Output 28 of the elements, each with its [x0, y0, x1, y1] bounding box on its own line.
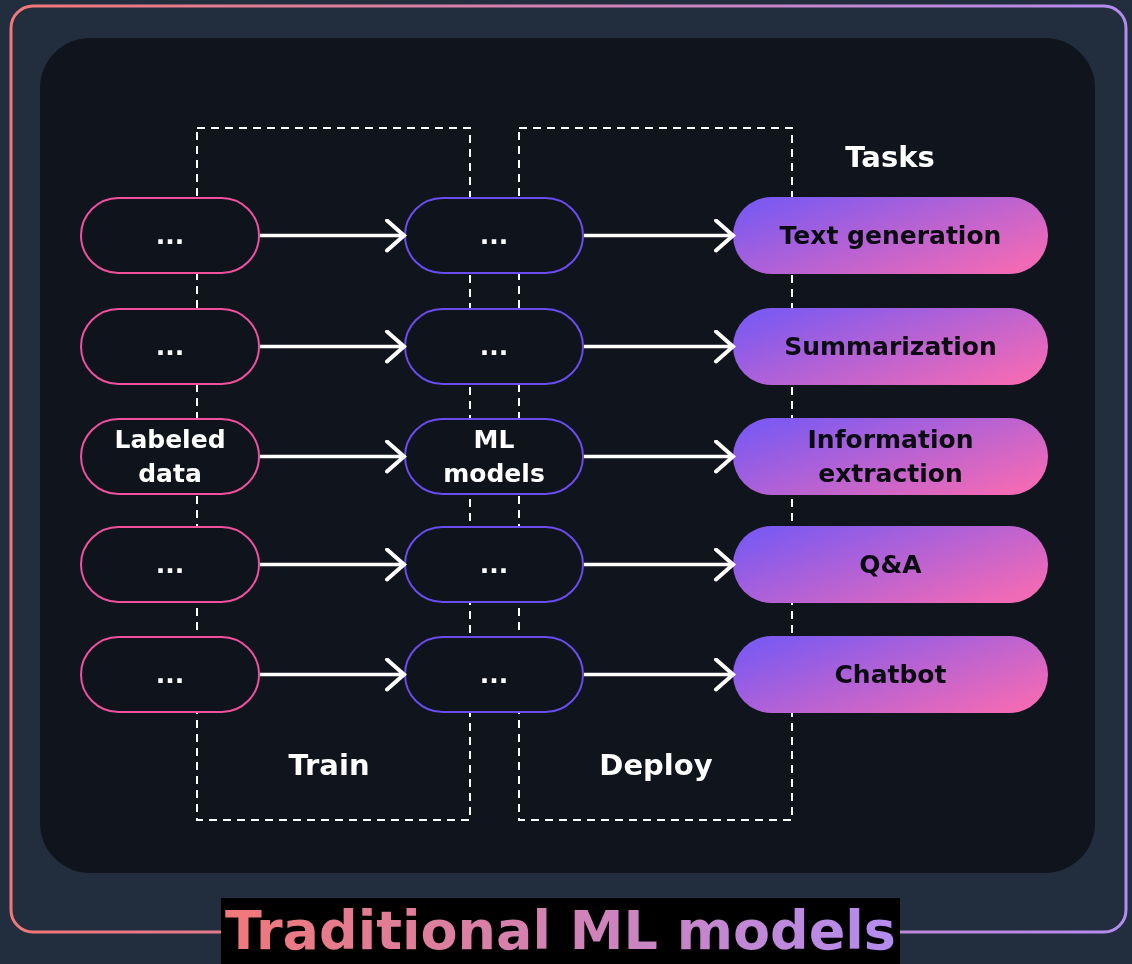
node-label: Text generation	[779, 219, 1002, 252]
node-label: Information extraction	[806, 423, 975, 490]
arrow	[584, 329, 735, 364]
arrow	[260, 329, 406, 364]
node-label: ...	[155, 548, 185, 581]
node-label: ...	[155, 658, 185, 691]
arrow	[260, 218, 406, 253]
node-label: ...	[479, 330, 509, 363]
node-label: Q&A	[859, 548, 922, 581]
node-label: Labeled data	[113, 423, 227, 490]
stage-label: Train	[287, 748, 371, 782]
arrow	[584, 218, 735, 253]
node-label: Chatbot	[834, 658, 947, 691]
arrow	[584, 439, 735, 474]
arrow	[584, 657, 735, 692]
arrow	[260, 439, 406, 474]
node-label: ...	[479, 548, 509, 581]
node-label: Summarization	[784, 330, 997, 363]
node-label: ...	[155, 219, 185, 252]
node-label: ML models	[442, 423, 546, 490]
arrow	[584, 547, 735, 582]
arrow	[260, 657, 406, 692]
stage-label: Deploy	[598, 748, 714, 782]
node-label: ...	[479, 658, 509, 691]
column-heading: Tasks	[844, 140, 936, 174]
node-label: ...	[479, 219, 509, 252]
arrow	[260, 547, 406, 582]
node-label: ...	[155, 330, 185, 363]
